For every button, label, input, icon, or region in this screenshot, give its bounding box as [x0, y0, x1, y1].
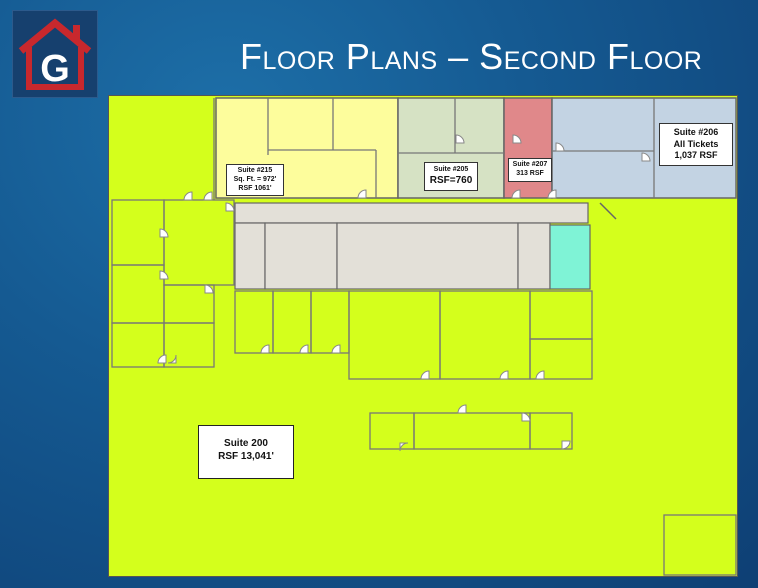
company-logo: G: [12, 10, 98, 98]
core-room: [517, 222, 551, 290]
floor-plan: [108, 95, 738, 577]
suite-206-rsf: 1,037 RSF: [674, 150, 718, 161]
teal-room: [549, 224, 591, 290]
suite-206-name: Suite #206: [673, 127, 719, 137]
core-room: [336, 222, 519, 290]
suite-206-label: Suite #206 All Tickets 1,037 RSF: [659, 123, 733, 167]
suite-207-name: Suite #207: [512, 161, 548, 168]
suite-205-name: Suite #205: [433, 166, 469, 173]
suite-215-name: Suite #215: [237, 167, 273, 174]
suite-215-sqft: Sq. Ft. = 972': [233, 175, 277, 183]
suite-205-rsf: RSF=760: [429, 174, 473, 186]
svg-text:G: G: [40, 48, 70, 90]
corridor: [234, 202, 589, 224]
suite-215-rsf: RSF 1061': [238, 184, 272, 192]
suite-207-area: [503, 97, 553, 199]
core-room: [234, 222, 266, 290]
suite-200-rsf: RSF 13,041': [218, 450, 274, 462]
suite-206-tickets: All Tickets: [673, 138, 719, 149]
suite-205-label: Suite #205 RSF=760: [424, 162, 478, 192]
suite-200-label: Suite 200 RSF 13,041': [198, 425, 294, 479]
suite-207-rsf: 313 RSF: [516, 169, 544, 177]
suite-200-name: Suite 200: [224, 438, 268, 449]
suite-207-label: Suite #207 313 RSF: [508, 158, 552, 182]
suite-215-label: Suite #215 Sq. Ft. = 972' RSF 1061': [226, 164, 284, 197]
page-title: Floor Plans – Second Floor: [240, 36, 703, 77]
core-room: [264, 222, 338, 290]
